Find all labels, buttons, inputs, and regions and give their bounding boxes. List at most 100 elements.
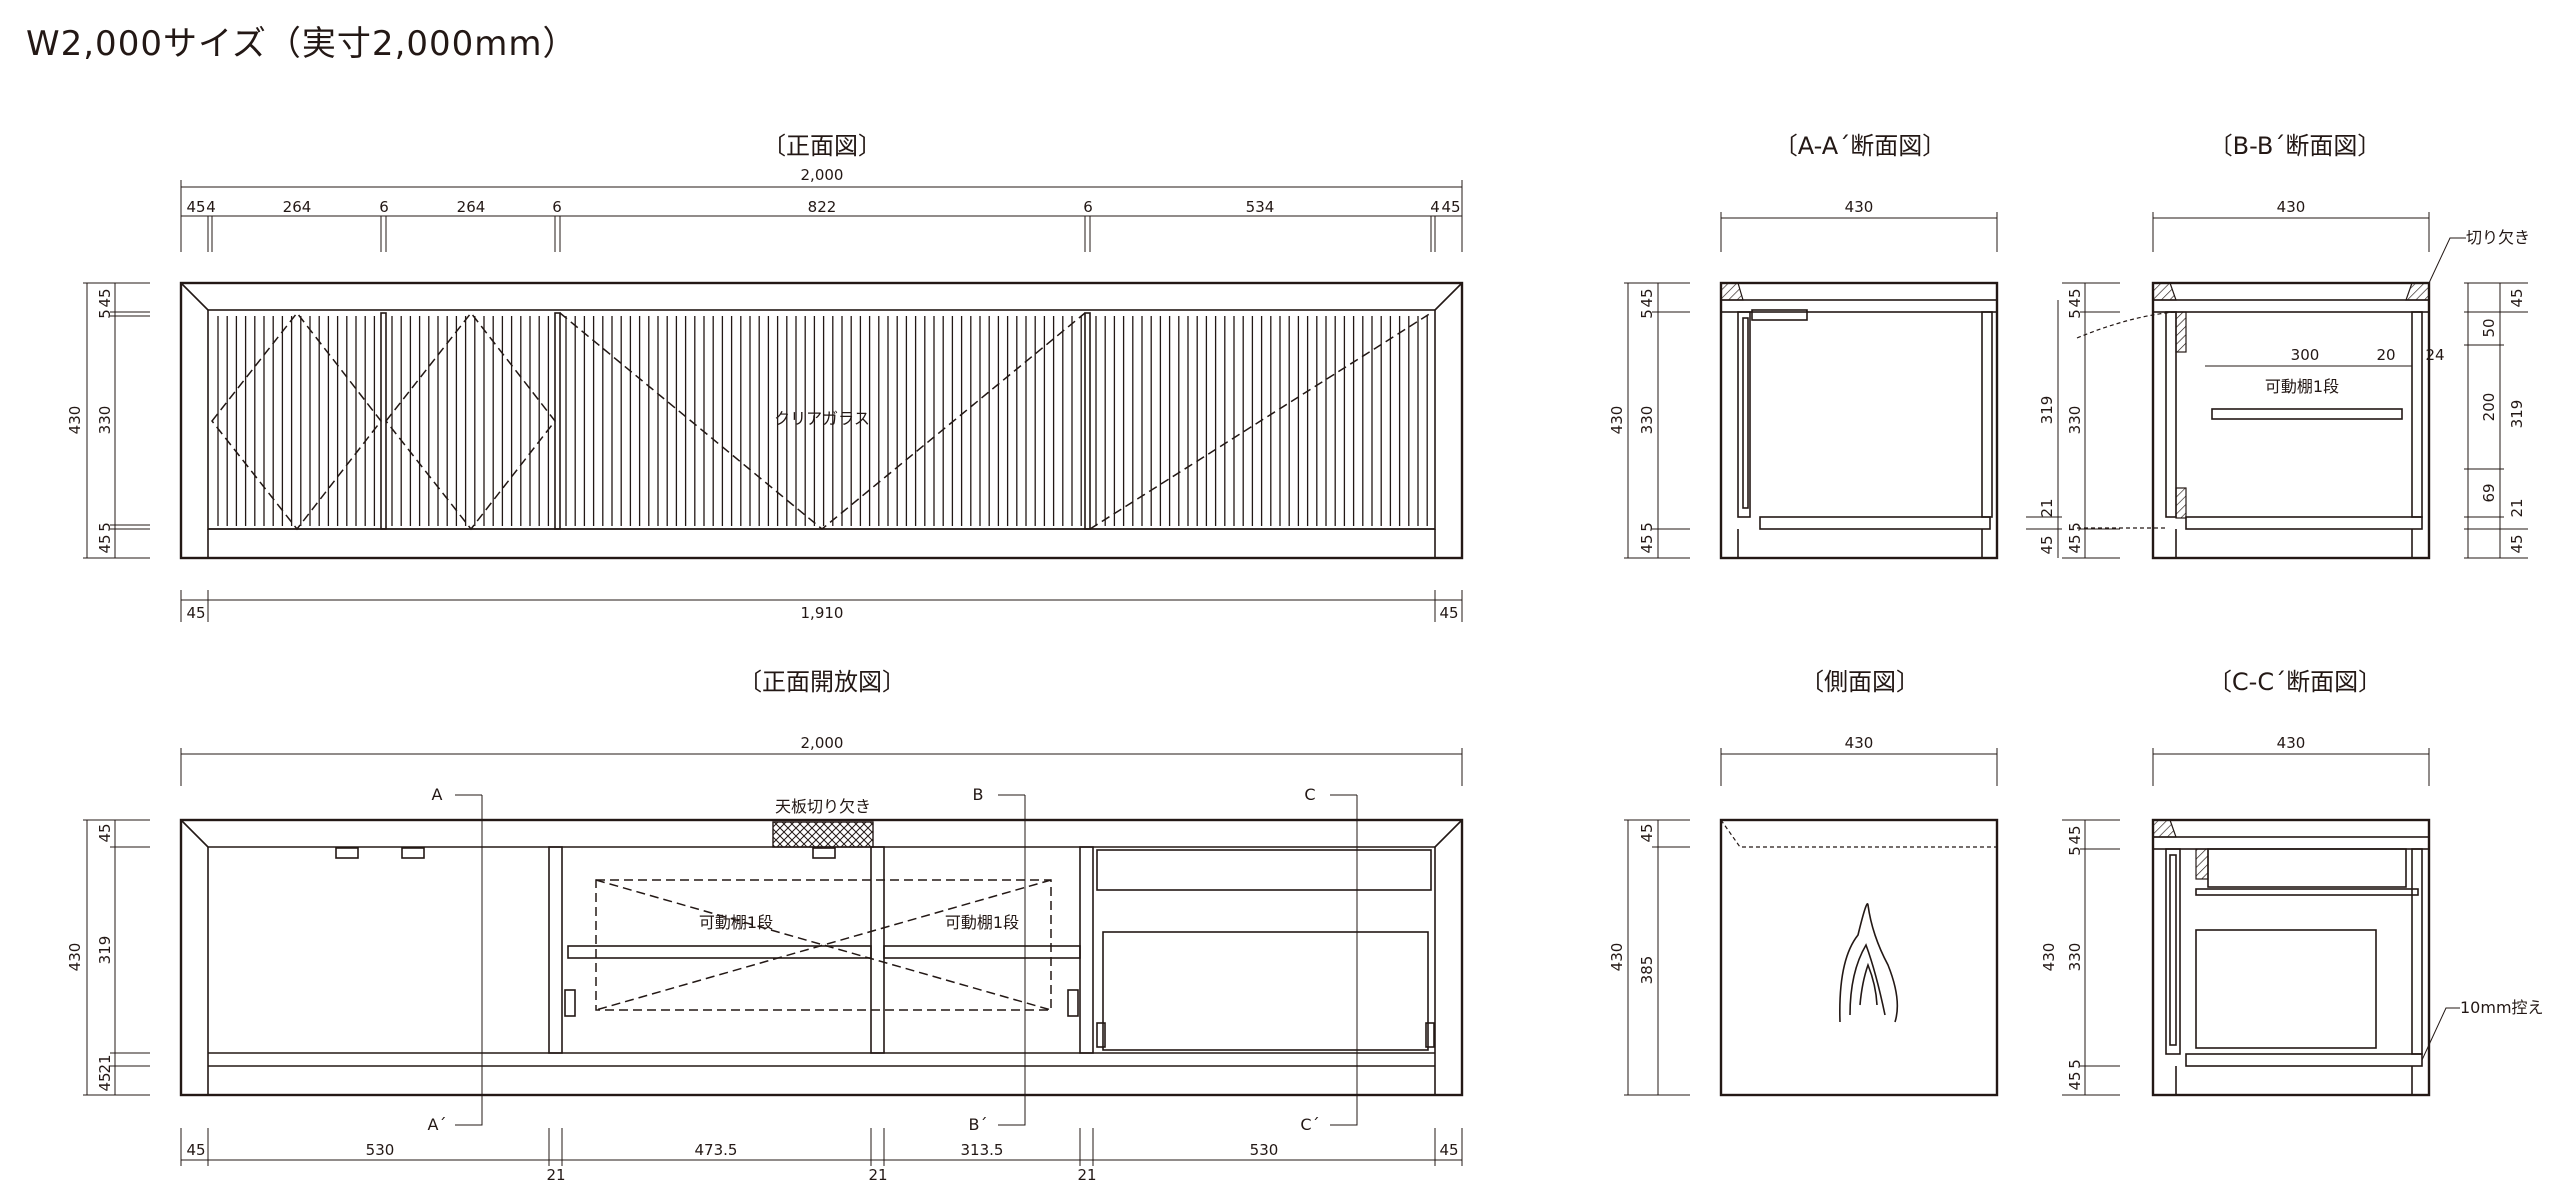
front-left-dim-lines: [83, 282, 150, 559]
front-view: 〔正面図〕 2,000 45 4 264 6 264 6 822 6 534 4…: [66, 132, 1464, 622]
section-bb-outline: [2151, 281, 2431, 560]
section-aa-view: 〔A-A´断面図〕 430 45 5 330 5 45 430 319: [1608, 132, 2062, 560]
dim-label: 430: [1608, 943, 1626, 972]
dim-label: 6: [379, 198, 389, 216]
hinge-icons: [335, 847, 1079, 1017]
section-mark-c: C: [1304, 785, 1315, 804]
dim-label: 6: [1083, 198, 1093, 216]
section-mark-b: B: [973, 785, 984, 804]
dim-label: 430: [2277, 734, 2306, 752]
dim-label: 319: [96, 936, 114, 965]
dim-label: 45: [2066, 1071, 2084, 1090]
dim-label: 5: [96, 309, 114, 319]
front-open-view: 〔正面開放図〕 2,000 天板切り欠き: [66, 668, 1464, 1184]
dim-label: 45: [96, 534, 114, 553]
dim-label: 45: [2066, 825, 2084, 844]
bb-left-dim-lines: [2062, 282, 2120, 559]
dim-label: 5: [2066, 1059, 2084, 1069]
dim-label: 6: [552, 198, 562, 216]
cc-drawer-top: [2207, 848, 2407, 888]
section-aa-title: 〔A-A´断面図〕: [1774, 132, 1946, 160]
dim-label: 50: [2480, 318, 2498, 337]
open-cabinet-outline: [179, 818, 1464, 1097]
dim-label: 4: [1430, 198, 1440, 216]
open-glass-area: [595, 879, 1052, 1011]
side-left-dim-lines: [1624, 819, 1690, 1096]
shelf-label-left: 可動棚1段: [699, 913, 773, 932]
aa-right-dim-lines: [2026, 300, 2062, 558]
open-bottom-dims: 45 530 21 473.5 21 313.5 21 530 45: [186, 1141, 1458, 1184]
dim-label: 473.5: [695, 1141, 738, 1159]
open-left-dim-lines: [83, 819, 150, 1096]
dim-label: 5: [1638, 309, 1656, 319]
dim-label: 45: [2508, 288, 2526, 307]
front-dim-overall: 2,000: [801, 166, 844, 184]
dim-label: 45: [2066, 534, 2084, 553]
dim-label: 430: [2277, 198, 2306, 216]
dim-label: 264: [283, 198, 312, 216]
dim-label: 319: [2038, 396, 2056, 425]
cc-drawer-box: [2195, 929, 2377, 1049]
open-bottom-dim-ticks: [180, 1128, 1463, 1166]
section-cc-outline: [2151, 818, 2431, 1097]
drawer-box: [1102, 931, 1429, 1051]
wood-grain-icon: [1839, 903, 1899, 1023]
dim-label: 45: [1439, 604, 1458, 622]
dim-label: 45: [2066, 288, 2084, 307]
section-cut-lines: [455, 794, 1358, 1126]
section-mark-c-prime: C´: [1300, 1115, 1319, 1134]
dim-label: 21: [1077, 1166, 1096, 1184]
top-notch-label: 天板切り欠き: [775, 797, 871, 816]
dim-label: 430: [1845, 734, 1874, 752]
front-view-title: 〔正面図〕: [762, 132, 882, 160]
section-mark-a-prime: A´: [428, 1115, 447, 1134]
front-open-view-title: 〔正面開放図〕: [738, 668, 906, 696]
dim-label: 5: [1638, 522, 1656, 532]
dim-label: 430: [66, 406, 84, 435]
dim-label: 45: [2508, 534, 2526, 553]
front-top-dim-ticks: [207, 216, 1436, 252]
dim-label: 300: [2291, 346, 2320, 364]
dim-label: 45: [1638, 288, 1656, 307]
section-mark-a: A: [432, 785, 443, 804]
dim-label: 1,910: [801, 604, 844, 622]
dim-label: 430: [1845, 198, 1874, 216]
dim-label: 21: [546, 1166, 565, 1184]
cc-left-dim-lines: [2062, 819, 2120, 1096]
dim-label: 5: [96, 522, 114, 532]
dim-label: 5: [2066, 522, 2084, 532]
bb-right-dim-lines: [2464, 282, 2528, 559]
dim-label: 330: [2066, 943, 2084, 972]
dim-label: 21: [96, 1054, 114, 1073]
side-view: 〔側面図〕 430 45 385 430: [1608, 668, 1999, 1097]
front-open-dim-overall: 2,000: [801, 734, 844, 752]
front-cabinet-outline: [179, 281, 1464, 560]
clear-glass-label: クリアガラス: [774, 409, 870, 428]
dim-label: 822: [808, 198, 837, 216]
dim-label: 5: [2066, 846, 2084, 856]
bb-notch-label: 切り欠き: [2466, 228, 2530, 247]
dim-label: 45: [96, 823, 114, 842]
top-notch: [772, 821, 874, 848]
section-cc-title: 〔C-C´断面図〕: [2208, 668, 2382, 696]
dim-label: 45: [186, 198, 205, 216]
dim-label: 21: [2038, 498, 2056, 517]
dim-label: 264: [457, 198, 486, 216]
section-mark-b-prime: B´: [969, 1115, 988, 1134]
bb-shelf-label: 可動棚1段: [2265, 377, 2339, 396]
dim-label: 21: [868, 1166, 887, 1184]
dim-label: 45: [1439, 1141, 1458, 1159]
dim-label: 330: [1638, 406, 1656, 435]
drawer-top: [1096, 849, 1432, 891]
dim-label: 24: [2425, 346, 2444, 364]
dim-label: 45: [186, 1141, 205, 1159]
section-aa-outline: [1719, 281, 1999, 560]
dim-label: 45: [96, 288, 114, 307]
section-cc-view: 〔C-C´断面図〕 430 10mm控え 45 5 330 5 45 430: [2040, 668, 2544, 1097]
movable-shelf-right: [883, 945, 1081, 959]
front-slats: [217, 316, 1428, 526]
dim-label: 530: [366, 1141, 395, 1159]
dim-label: 45: [186, 604, 205, 622]
dim-label: 330: [2066, 406, 2084, 435]
